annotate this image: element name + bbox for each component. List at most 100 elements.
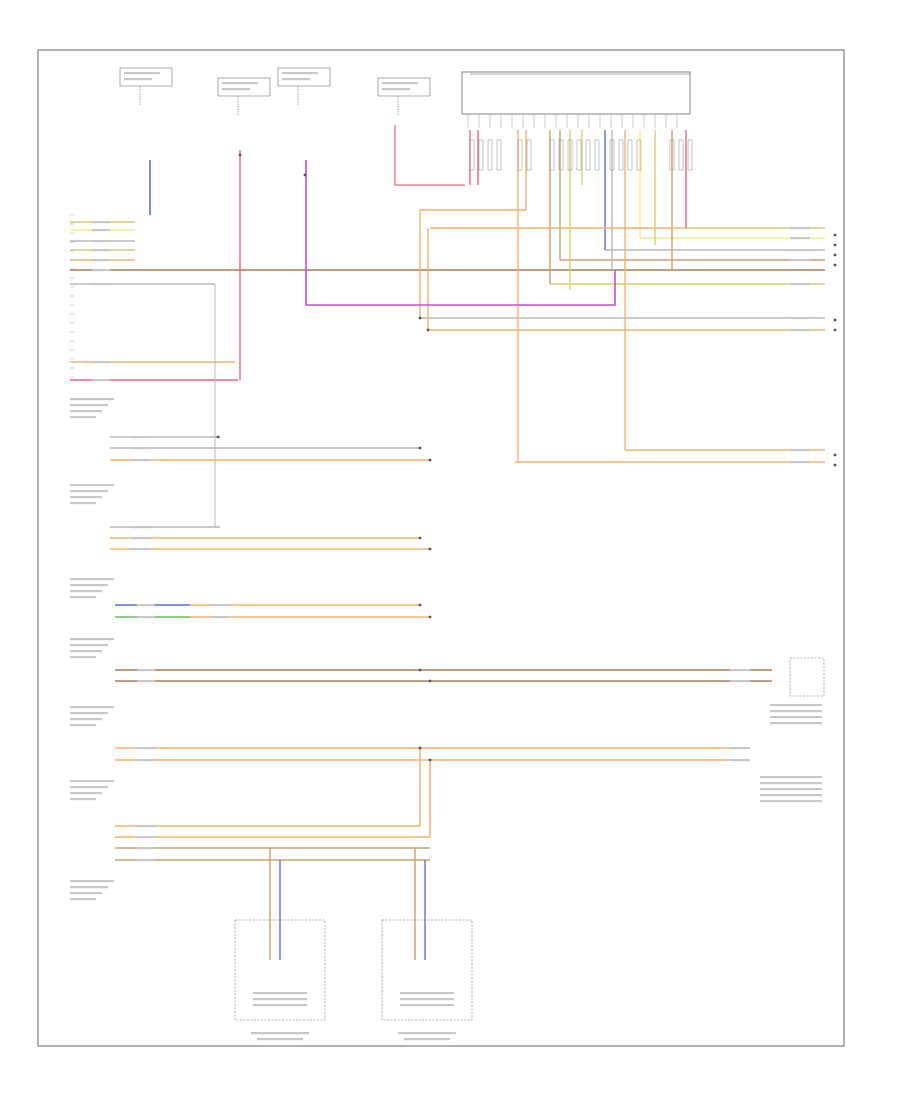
component-label	[70, 898, 96, 901]
component-label	[70, 398, 114, 401]
headlamp-assembly	[381, 919, 473, 1021]
pin-bank	[526, 139, 532, 171]
pin-bank	[496, 139, 502, 171]
component-label	[70, 596, 96, 599]
wire-tag	[137, 847, 155, 850]
diagram-frame	[37, 49, 845, 1047]
splice-dot	[428, 458, 432, 462]
component-label	[70, 578, 114, 581]
fuse-label	[222, 88, 250, 91]
wire-tag	[790, 317, 810, 320]
control-module	[461, 71, 691, 115]
headlamp-assembly	[234, 919, 326, 1021]
pin-bank	[678, 139, 684, 171]
splice-dot	[428, 547, 432, 551]
component-label	[70, 656, 96, 659]
wire-tag	[137, 836, 155, 839]
component-label	[70, 650, 102, 653]
component-label	[400, 1004, 454, 1007]
pin-bank	[585, 139, 591, 171]
component-label	[70, 792, 102, 795]
wire-tag	[92, 379, 110, 382]
wires	[70, 125, 837, 960]
pin-bank	[576, 139, 582, 171]
wire-tag	[132, 436, 150, 439]
wire-tag	[790, 237, 810, 240]
pin-bank	[478, 139, 484, 171]
component-label	[253, 1004, 307, 1007]
splice-dot	[833, 318, 837, 322]
wire-tag	[212, 616, 230, 619]
splice-dot	[238, 153, 242, 157]
wire-tag	[790, 259, 810, 262]
wire-tag	[137, 747, 155, 750]
wire-tag	[730, 759, 750, 762]
component-label	[253, 992, 307, 995]
pin-bank	[549, 139, 555, 171]
component-label	[760, 788, 822, 791]
wire-tag	[730, 680, 750, 683]
component-label	[70, 404, 108, 407]
wire-tag	[137, 680, 155, 683]
component-label	[70, 892, 102, 895]
component-label	[70, 886, 108, 889]
pin-bank	[636, 139, 642, 171]
splice-dot	[303, 173, 307, 177]
fuse-label	[124, 78, 152, 81]
component-label	[70, 780, 114, 783]
fuse-label	[282, 72, 318, 75]
wire-tag	[92, 229, 110, 232]
wire-tag	[92, 249, 110, 252]
wire-tag	[132, 548, 150, 551]
wire-tag	[92, 283, 110, 286]
wire-tag	[92, 240, 110, 243]
component-label	[770, 704, 822, 707]
pin-bank	[558, 139, 564, 171]
splice-dot	[428, 758, 432, 762]
splice-dot	[418, 536, 422, 540]
component-label	[760, 776, 822, 779]
component-label	[70, 786, 108, 789]
component-label	[770, 710, 822, 713]
wire-tag	[790, 329, 810, 332]
splice-dot	[426, 328, 430, 332]
splice-dot	[833, 233, 837, 237]
fuse-panel	[119, 67, 173, 87]
component-label	[70, 724, 96, 727]
wire-tag	[790, 461, 810, 464]
wire-tag	[137, 759, 155, 762]
wire-54	[305, 160, 616, 306]
splice-dot	[216, 435, 220, 439]
component-label	[398, 1032, 456, 1035]
pin-bank	[469, 139, 475, 171]
pin-bank	[609, 139, 615, 171]
component-label	[70, 798, 96, 801]
wire-tag	[790, 449, 810, 452]
fuse-label	[282, 78, 310, 81]
wire-tag	[790, 249, 810, 252]
component-label	[70, 410, 102, 413]
splice-dot	[418, 446, 422, 450]
wire-tag	[132, 537, 150, 540]
component-label	[70, 880, 114, 883]
component-label	[70, 496, 102, 499]
pin-bank	[567, 139, 573, 171]
pin-bank	[687, 139, 693, 171]
component-label	[404, 1038, 450, 1041]
component-label	[257, 1038, 303, 1041]
wire-tag	[132, 459, 150, 462]
splice-dot	[428, 615, 432, 619]
component-label	[253, 998, 307, 1001]
component-label	[760, 794, 822, 797]
component-label	[70, 718, 102, 721]
component-label	[400, 992, 454, 995]
component-label	[70, 584, 108, 587]
splice-dot	[833, 253, 837, 257]
fuse-panel	[377, 77, 431, 97]
component-label	[770, 716, 822, 719]
wire-tag	[92, 221, 110, 224]
wire-tag	[132, 526, 150, 529]
wire-tag	[137, 825, 155, 828]
